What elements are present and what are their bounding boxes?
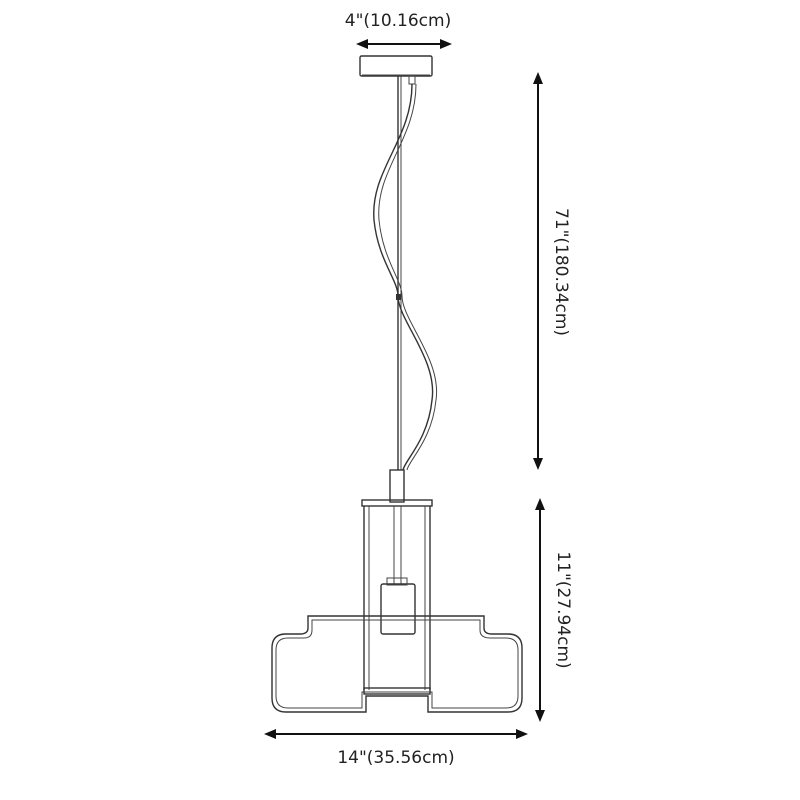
dimension-shade-height: 11"(27.94cm) (535, 498, 573, 722)
shade-width-label: 14"(35.56cm) (337, 748, 454, 768)
power-cord (373, 83, 438, 471)
dimension-hanging-length: 71"(180.34cm) (533, 72, 571, 470)
lamp-shade (271, 469, 523, 713)
ceiling-canopy (359, 55, 433, 85)
dimension-shade-width: 14"(35.56cm) (264, 729, 528, 768)
shade-height-label: 11"(27.94cm) (553, 551, 573, 668)
hanging-length-label: 71"(180.34cm) (551, 208, 571, 336)
canopy-width-label: 4"(10.16cm) (345, 11, 451, 31)
dimension-canopy-width: 4"(10.16cm) (345, 11, 452, 49)
